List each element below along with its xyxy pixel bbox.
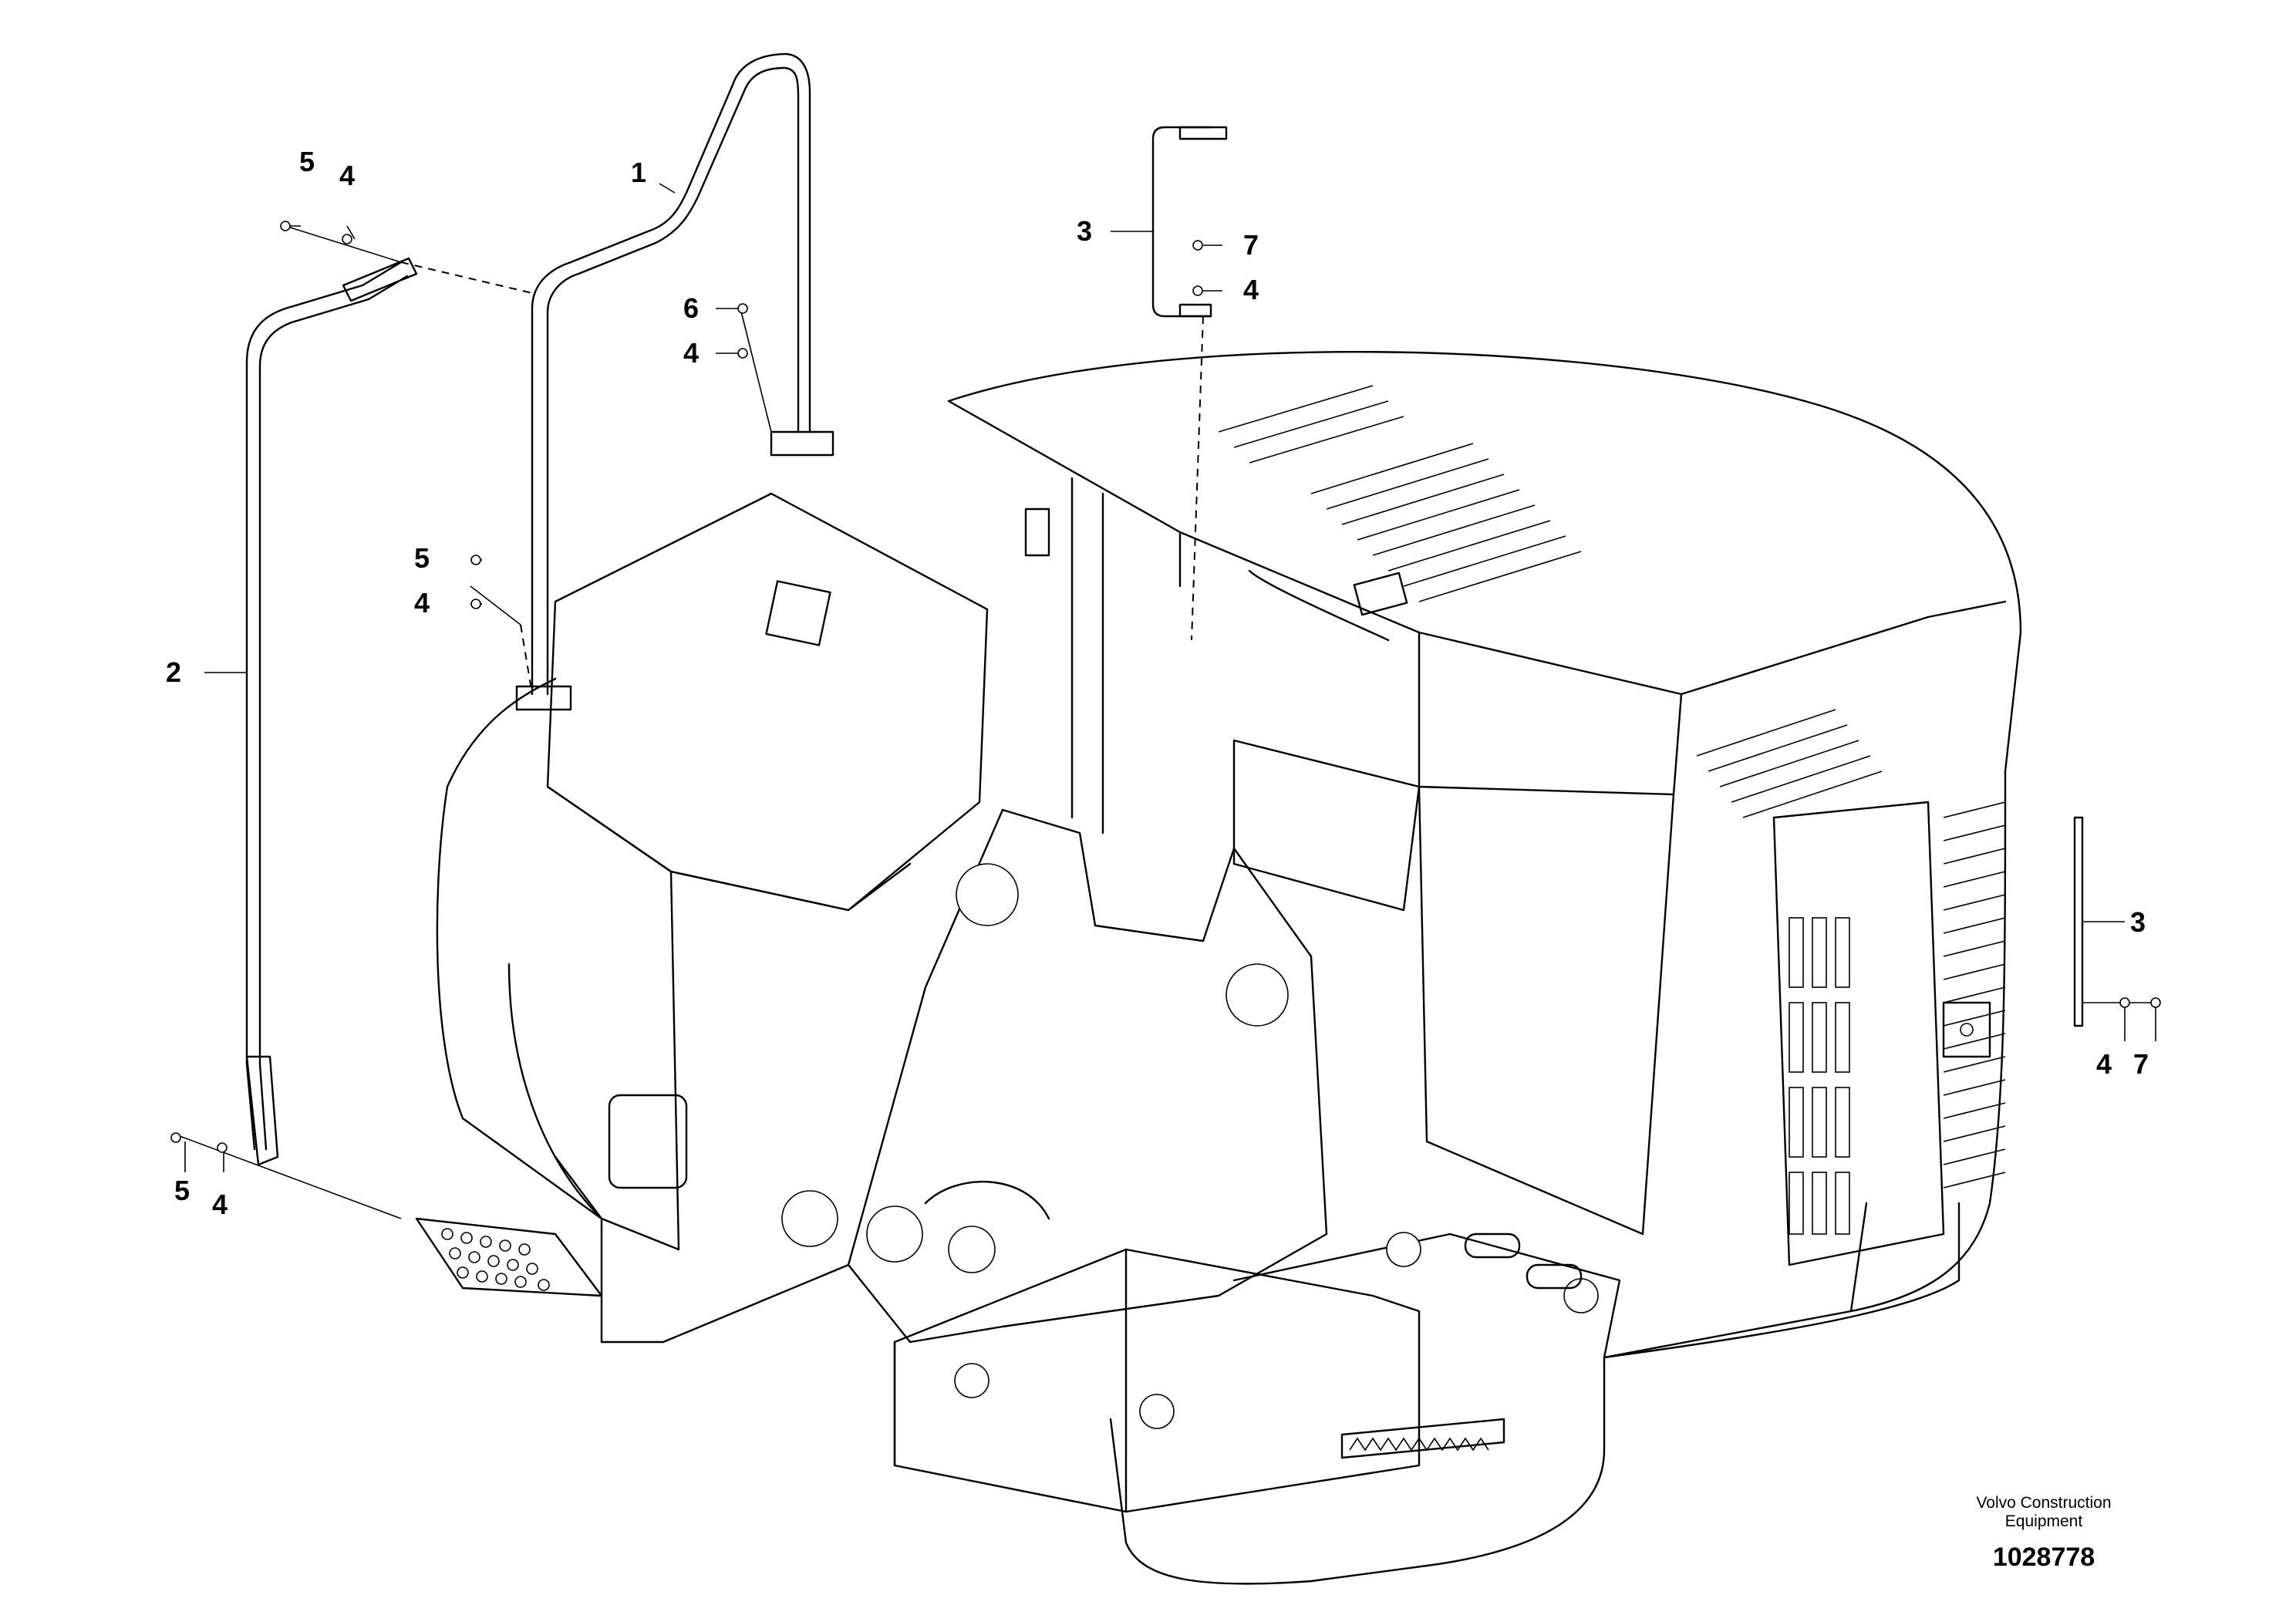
callout-4-d: 4 <box>1243 274 1259 305</box>
callout-7-b: 7 <box>2133 1048 2149 1080</box>
callout-2: 2 <box>166 656 181 688</box>
callout-5-a: 5 <box>299 146 315 177</box>
callout-5-c: 5 <box>174 1175 190 1206</box>
callout-4-f: 4 <box>212 1189 228 1220</box>
callout-4-e: 4 <box>2096 1048 2112 1080</box>
title-block: Volvo Construction Equipment 1028778 <box>1976 1494 2111 1572</box>
part-3-handle-side <box>2073 816 2084 1027</box>
callout-3-top: 3 <box>1077 215 1092 247</box>
part-3-handle-top <box>1151 126 1228 318</box>
callout-1: 1 <box>631 157 646 188</box>
callout-5-b: 5 <box>414 542 430 574</box>
credit-line-2: Equipment <box>2005 1512 2083 1530</box>
machine-upper-frame <box>415 351 2022 1585</box>
callout-labels: 1 2 3 3 4 4 4 4 4 4 5 5 5 6 7 7 <box>166 146 2149 1220</box>
callout-7-a: 7 <box>1243 229 1259 261</box>
part-2-handrail <box>245 257 418 1166</box>
callout-4-b: 4 <box>414 587 430 619</box>
callout-3-side: 3 <box>2130 906 2146 938</box>
callout-4-c: 4 <box>683 337 699 369</box>
callout-4-a: 4 <box>339 160 355 191</box>
document-number: 1028778 <box>1993 1543 2095 1572</box>
part-1-handrail <box>515 52 834 711</box>
leader-lines <box>170 183 2161 1219</box>
callout-6: 6 <box>683 292 699 324</box>
credit-line-1: Volvo Construction <box>1976 1494 2111 1512</box>
